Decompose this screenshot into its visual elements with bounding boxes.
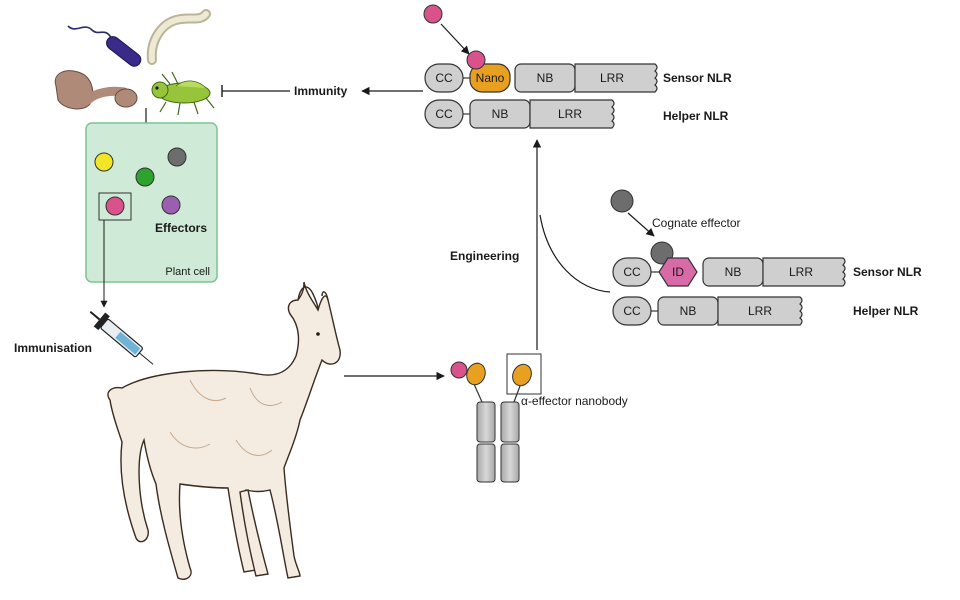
llama-icon <box>107 281 341 580</box>
bacterium-icon <box>67 25 142 67</box>
effectors-label: Effectors <box>155 221 207 235</box>
helper-nlr-label-bottom: Helper NLR <box>853 304 919 318</box>
helper-nlr-bottom: CC NB LRR <box>612 296 803 326</box>
svg-text:LRR: LRR <box>789 265 813 279</box>
effector-grey <box>167 147 187 167</box>
bound-effector-pink <box>450 361 468 379</box>
svg-text:NB: NB <box>725 265 742 279</box>
nanobody-label: α-effector nanobody <box>521 394 628 408</box>
svg-text:NB: NB <box>680 304 697 318</box>
nanobody-selection-box <box>506 353 542 395</box>
fungus-icon <box>54 70 138 110</box>
effector-yellow <box>94 152 114 172</box>
svg-text:NB: NB <box>492 107 509 121</box>
heavy-chain-antibody <box>473 383 521 483</box>
nanobody-left <box>466 362 486 386</box>
insect-icon <box>151 71 215 116</box>
svg-text:LRR: LRR <box>600 71 624 85</box>
svg-text:LRR: LRR <box>748 304 772 318</box>
plant-cell: Plant cell Effectors <box>85 122 218 283</box>
nanobody-right <box>512 363 532 387</box>
svg-text:CC: CC <box>435 71 453 85</box>
effector-pink-free <box>423 4 443 24</box>
pathogens-group <box>54 9 215 116</box>
cognate-effector-free <box>610 189 634 213</box>
immunity-label: Immunity <box>294 84 348 98</box>
svg-text:Nano: Nano <box>476 71 505 85</box>
immunisation-label: Immunisation <box>14 341 92 355</box>
cognate-binding-arrow <box>627 212 655 237</box>
effector-pink <box>105 196 125 216</box>
svg-text:NB: NB <box>537 71 554 85</box>
svg-text:LRR: LRR <box>558 107 582 121</box>
natural-sensor-nlr: CC ID NB LRR <box>612 257 846 287</box>
sensor-nlr-label-top: Sensor NLR <box>663 71 732 85</box>
effector-green <box>135 167 155 187</box>
engineering-label: Engineering <box>450 249 519 263</box>
effector-binding-arrow <box>440 23 470 55</box>
svg-text:CC: CC <box>623 304 641 318</box>
sensor-nlr-label-bottom: Sensor NLR <box>853 265 922 279</box>
helper-nlr-label-top: Helper NLR <box>663 109 729 123</box>
effector-pink-bound <box>466 50 486 70</box>
selection-box <box>98 192 132 221</box>
llama-shading <box>169 379 283 456</box>
svg-text:ID: ID <box>672 265 684 279</box>
engineered-sensor-nlr: CC Nano NB LRR <box>424 63 658 93</box>
plant-cell-label: Plant cell <box>165 266 210 278</box>
svg-text:CC: CC <box>623 265 641 279</box>
nematode-icon <box>146 9 211 65</box>
syringe-icon <box>89 310 154 365</box>
svg-text:CC: CC <box>435 107 453 121</box>
cognate-effector-label: Cognate effector <box>652 216 741 230</box>
helper-nlr-top: CC NB LRR <box>424 99 615 129</box>
engineering-curve <box>539 214 611 293</box>
effector-purple <box>161 195 181 215</box>
